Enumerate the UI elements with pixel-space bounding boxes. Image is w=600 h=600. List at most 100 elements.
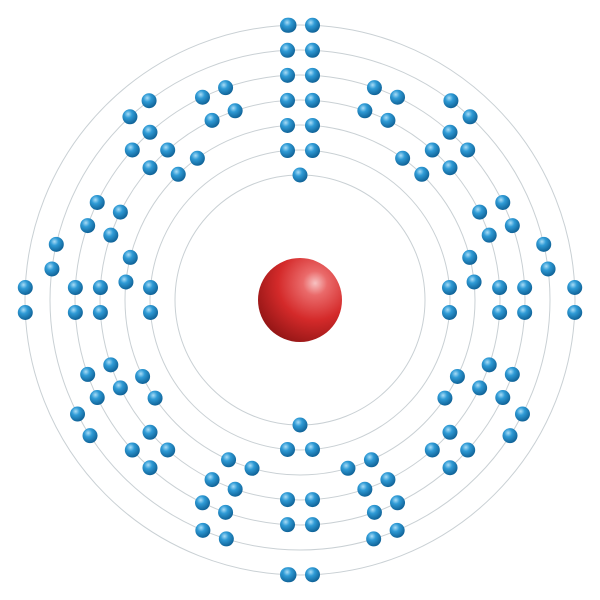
- shell-ring-7: [24, 24, 576, 576]
- electron-shell-3-17: [189, 150, 205, 166]
- electron-shell-6-6: [514, 406, 530, 422]
- electron-shell-7-6: [17, 305, 33, 320]
- electron-shell-7-2: [567, 280, 583, 295]
- electron-shell-5-8: [517, 280, 533, 296]
- electron-shell-6-13: [70, 406, 86, 422]
- electron-shell-4-3: [380, 112, 396, 128]
- electron-shell-4-15: [357, 481, 373, 497]
- electron-shell-6-5: [540, 261, 556, 277]
- electron-shell-4-0: [280, 92, 296, 108]
- electrons: [17, 17, 583, 583]
- electron-shell-3-14: [118, 274, 134, 290]
- electron-shell-2-4: [304, 441, 320, 457]
- electron-shell-4-8: [492, 280, 508, 296]
- electron-shell-2-7: [143, 280, 159, 296]
- electron-shell-4-11: [472, 380, 488, 396]
- electron-shell-5-10: [504, 366, 520, 382]
- electron-shell-4-7: [481, 227, 497, 243]
- electron-shell-4-20: [160, 442, 176, 458]
- electron-shell-5-27: [89, 194, 105, 210]
- electron-shell-2-3: [441, 304, 457, 320]
- electron-shell-5-9: [517, 304, 533, 320]
- electron-shell-4-30: [204, 112, 220, 128]
- electron-shell-5-5: [460, 142, 476, 158]
- electron-shell-3-7: [437, 390, 453, 406]
- electron-shell-4-2: [357, 103, 373, 119]
- electron-shell-4-24: [92, 304, 108, 320]
- electron-shell-6-7: [502, 428, 518, 444]
- electron-shell-4-29: [160, 142, 176, 158]
- electron-shell-5-19: [194, 495, 210, 511]
- electron-shell-5-15: [366, 504, 382, 520]
- electron-shell-4-19: [204, 472, 220, 488]
- electron-shell-5-17: [280, 517, 296, 533]
- electron-shell-4-28: [142, 160, 158, 176]
- electron-shell-6-1: [304, 42, 320, 58]
- electron-shell-5-12: [460, 442, 476, 458]
- electron-shell-3-13: [135, 368, 151, 384]
- electron-shell-5-18: [218, 504, 234, 520]
- electron-shell-6-14: [44, 261, 60, 277]
- electron-shell-4-27: [112, 204, 128, 220]
- electron-shell-3-10: [244, 460, 260, 476]
- electron-shell-6-17: [141, 93, 157, 109]
- electron-shell-5-13: [442, 460, 458, 476]
- electron-shell-5-20: [142, 460, 158, 476]
- electron-shell-5-26: [80, 218, 96, 234]
- electron-shell-2-2: [441, 280, 457, 296]
- electron-shell-4-31: [227, 103, 243, 119]
- electron-shell-5-6: [495, 194, 511, 210]
- electron-shell-4-23: [103, 357, 119, 373]
- electron-shell-5-14: [390, 495, 406, 511]
- electron-shell-6-10: [218, 531, 234, 547]
- nucleus: [258, 258, 342, 342]
- electron-shell-5-23: [80, 366, 96, 382]
- electron-shell-5-29: [142, 124, 158, 140]
- electron-shell-2-5: [280, 441, 296, 457]
- electron-shell-3-16: [170, 166, 186, 182]
- electron-shell-6-9: [366, 531, 382, 547]
- electron-shell-5-24: [67, 304, 83, 320]
- electron-shell-8-0: [281, 17, 297, 33]
- electron-shell-6-4: [536, 236, 552, 252]
- electron-shell-4-5: [442, 160, 458, 176]
- electron-shell-5-7: [504, 218, 520, 234]
- electron-shell-2-6: [143, 304, 159, 320]
- electron-shell-4-22: [112, 380, 128, 396]
- electron-shell-5-22: [89, 390, 105, 406]
- electron-shell-4-14: [380, 472, 396, 488]
- electron-shell-6-15: [48, 236, 64, 252]
- electron-shell-5-11: [495, 390, 511, 406]
- shell-ring-5: [74, 74, 526, 526]
- shell-ring-6: [49, 49, 551, 551]
- electron-shell-3-3: [414, 166, 430, 182]
- electron-shell-4-25: [92, 280, 108, 296]
- electron-shell-7-1: [305, 17, 320, 33]
- electron-shell-3-5: [466, 274, 482, 290]
- electron-shell-4-16: [304, 492, 320, 508]
- electron-shell-3-0: [280, 117, 296, 133]
- electron-shell-5-16: [304, 517, 320, 533]
- electron-shell-7-7: [17, 280, 33, 295]
- electron-shell-3-1: [304, 117, 320, 133]
- electron-shell-4-6: [472, 204, 488, 220]
- electron-shell-5-2: [366, 80, 382, 96]
- electron-shell-4-1: [304, 92, 320, 108]
- electron-shell-7-3: [567, 305, 583, 320]
- electron-shell-5-25: [67, 280, 83, 296]
- electron-shell-2-1: [304, 143, 320, 159]
- shell-ring-4: [99, 99, 501, 501]
- electron-shell-4-18: [227, 481, 243, 497]
- electron-shell-5-4: [442, 124, 458, 140]
- electron-shell-4-4: [424, 142, 440, 158]
- electron-shell-3-12: [147, 390, 163, 406]
- electron-shell-4-9: [492, 304, 508, 320]
- electron-shell-6-3: [462, 109, 478, 125]
- electron-shell-6-16: [122, 109, 138, 125]
- electron-shell-6-11: [195, 522, 211, 538]
- electron-shell-4-10: [481, 357, 497, 373]
- electron-shell-2-0: [280, 143, 296, 159]
- electron-shell-3-15: [122, 249, 138, 265]
- electron-shell-5-28: [124, 142, 140, 158]
- electron-shell-4-26: [103, 227, 119, 243]
